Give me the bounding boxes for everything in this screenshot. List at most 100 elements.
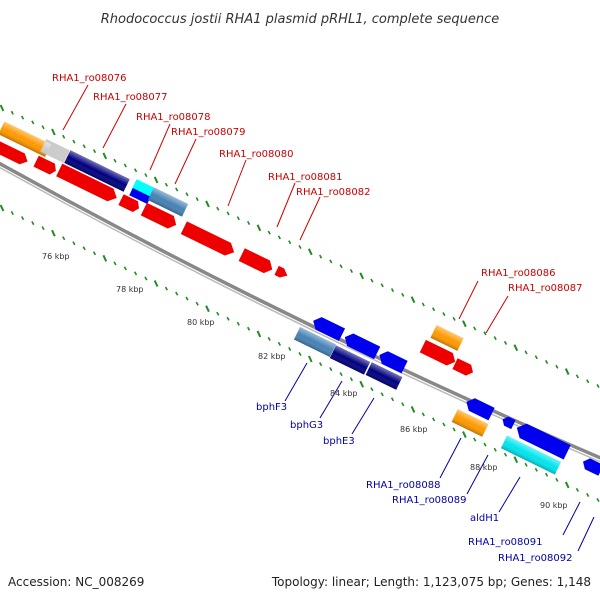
tick-mark [359, 272, 365, 280]
gene-red-arrow-7[interactable] [238, 248, 276, 275]
gene-red-arrow-5[interactable] [140, 202, 179, 231]
gene-blue-arrow-5[interactable] [500, 415, 516, 430]
tick-mark [432, 417, 436, 422]
ruler-label-90: 90 kbp [540, 501, 568, 510]
gene-red-arrow-1[interactable] [0, 135, 30, 167]
tick-mark [513, 456, 519, 464]
tick-mark [205, 305, 210, 313]
gene-red-arrow-9[interactable] [419, 339, 458, 368]
tick-mark [349, 269, 353, 273]
ruler-labels: 76 kbp 78 kbp 80 kbp 82 kbp 84 kbp 86 kb… [42, 252, 568, 510]
ruler-label-88: 88 kbp [470, 463, 498, 472]
tick-mark [164, 182, 168, 187]
gene-red-arrow-8[interactable] [274, 265, 289, 280]
gene-label-bphF3[interactable]: bphF3 [256, 402, 287, 413]
gene-label-ro08088[interactable]: RHA1_ro08088 [366, 480, 441, 491]
gene-blue-arrow-7[interactable] [580, 456, 600, 476]
tick-mark [175, 291, 179, 296]
tick-mark [575, 374, 579, 379]
gene-blue-arrow-6[interactable] [513, 421, 571, 460]
gene-label-ro08078[interactable]: RHA1_ro08078 [136, 112, 211, 123]
tick-mark [82, 246, 86, 251]
gene-label-ro08086[interactable]: RHA1_ro08086 [481, 268, 556, 279]
gene-blue-arrow-4[interactable] [463, 396, 495, 421]
tick-mark [41, 226, 45, 231]
tick-mark [596, 498, 600, 502]
tick-mark [473, 326, 477, 331]
tick-mark [236, 321, 240, 326]
tick-mark [216, 311, 220, 316]
tick-mark [483, 331, 487, 336]
tick-mark [452, 427, 456, 432]
gene-label-ro08089[interactable]: RHA1_ro08089 [392, 495, 467, 506]
tick-mark [307, 355, 313, 363]
gene-label-bphG3[interactable]: bphG3 [290, 420, 323, 431]
tick-mark [534, 355, 538, 360]
tick-mark [226, 316, 230, 321]
gene-label-ro08087[interactable]: RHA1_ro08087 [508, 283, 583, 294]
tick-mark [185, 192, 189, 197]
gene-red-arrow-4[interactable] [118, 194, 141, 214]
gene-label-ro08080[interactable]: RHA1_ro08080 [219, 149, 294, 160]
gene-blue-arrow-1[interactable] [310, 314, 346, 342]
tick-mark [370, 387, 374, 392]
tick-mark [205, 200, 210, 208]
gene-label-aldH1[interactable]: aldH1 [470, 513, 499, 524]
tick-mark [216, 206, 220, 211]
gene-red-arrow-6[interactable] [180, 221, 237, 258]
tick-mark [380, 283, 384, 288]
leader-lines [62, 84, 595, 552]
tick-mark [144, 276, 148, 281]
gene-red-arrow-10[interactable] [452, 358, 475, 378]
gene-label-ro08091[interactable]: RHA1_ro08091 [468, 537, 543, 548]
gene-blue-arrow-2[interactable] [342, 331, 381, 360]
tick-mark [175, 187, 179, 192]
tick-mark [31, 221, 35, 226]
gene-ro08078b-blue[interactable] [129, 188, 151, 204]
tick-mark [493, 447, 497, 452]
gene-label-ro08082[interactable]: RHA1_ro08082 [296, 187, 371, 198]
tick-mark [586, 493, 590, 497]
tick-mark [442, 422, 446, 427]
gene-ro08078-cyan[interactable] [131, 179, 155, 199]
tick-mark [123, 266, 127, 271]
tick-mark [113, 158, 117, 163]
gene-red-arrow-2[interactable] [33, 155, 58, 176]
gene-label-ro08077[interactable]: RHA1_ro08077 [93, 92, 168, 103]
gene-red-arrow-3[interactable] [56, 163, 120, 205]
tick-mark [288, 240, 292, 245]
tick-mark [236, 216, 240, 221]
track-top-lower [0, 135, 475, 378]
gene-label-ro08076[interactable]: RHA1_ro08076 [52, 73, 127, 84]
topology-text: Topology: linear; Length: 1,123,075 bp; … [271, 575, 591, 589]
tick-mark [51, 128, 56, 136]
gene-label-ro08079[interactable]: RHA1_ro08079 [171, 127, 246, 138]
gene-label-ro08092[interactable]: RHA1_ro08092 [498, 553, 573, 564]
tick-mark [339, 264, 343, 269]
tick-mark [370, 278, 374, 283]
tick-mark [164, 286, 168, 291]
tick-mark [226, 211, 230, 216]
tick-mark [534, 467, 538, 472]
gene-label-bphE3[interactable]: bphE3 [323, 436, 355, 447]
track-bottom-upper [310, 314, 600, 476]
tick-mark [401, 292, 405, 297]
tick-mark [462, 431, 467, 439]
tick-mark [452, 316, 456, 321]
tick-mark [555, 477, 559, 482]
tick-mark [62, 134, 66, 139]
tick-mark [134, 271, 138, 276]
gene-blue-arrow-3[interactable] [376, 349, 408, 374]
tick-mark [10, 211, 14, 215]
tick-mark [349, 377, 353, 382]
track-top-upper [0, 121, 464, 351]
gene-label-ro08081[interactable]: RHA1_ro08081 [268, 172, 343, 183]
tick-mark [92, 149, 97, 154]
tick-mark [380, 392, 384, 397]
tick-mark [72, 139, 76, 144]
tick-mark [524, 462, 528, 467]
tick-mark [144, 173, 148, 178]
tick-mark [483, 442, 487, 447]
tick-mark [329, 259, 333, 264]
tick-mark [339, 372, 343, 377]
